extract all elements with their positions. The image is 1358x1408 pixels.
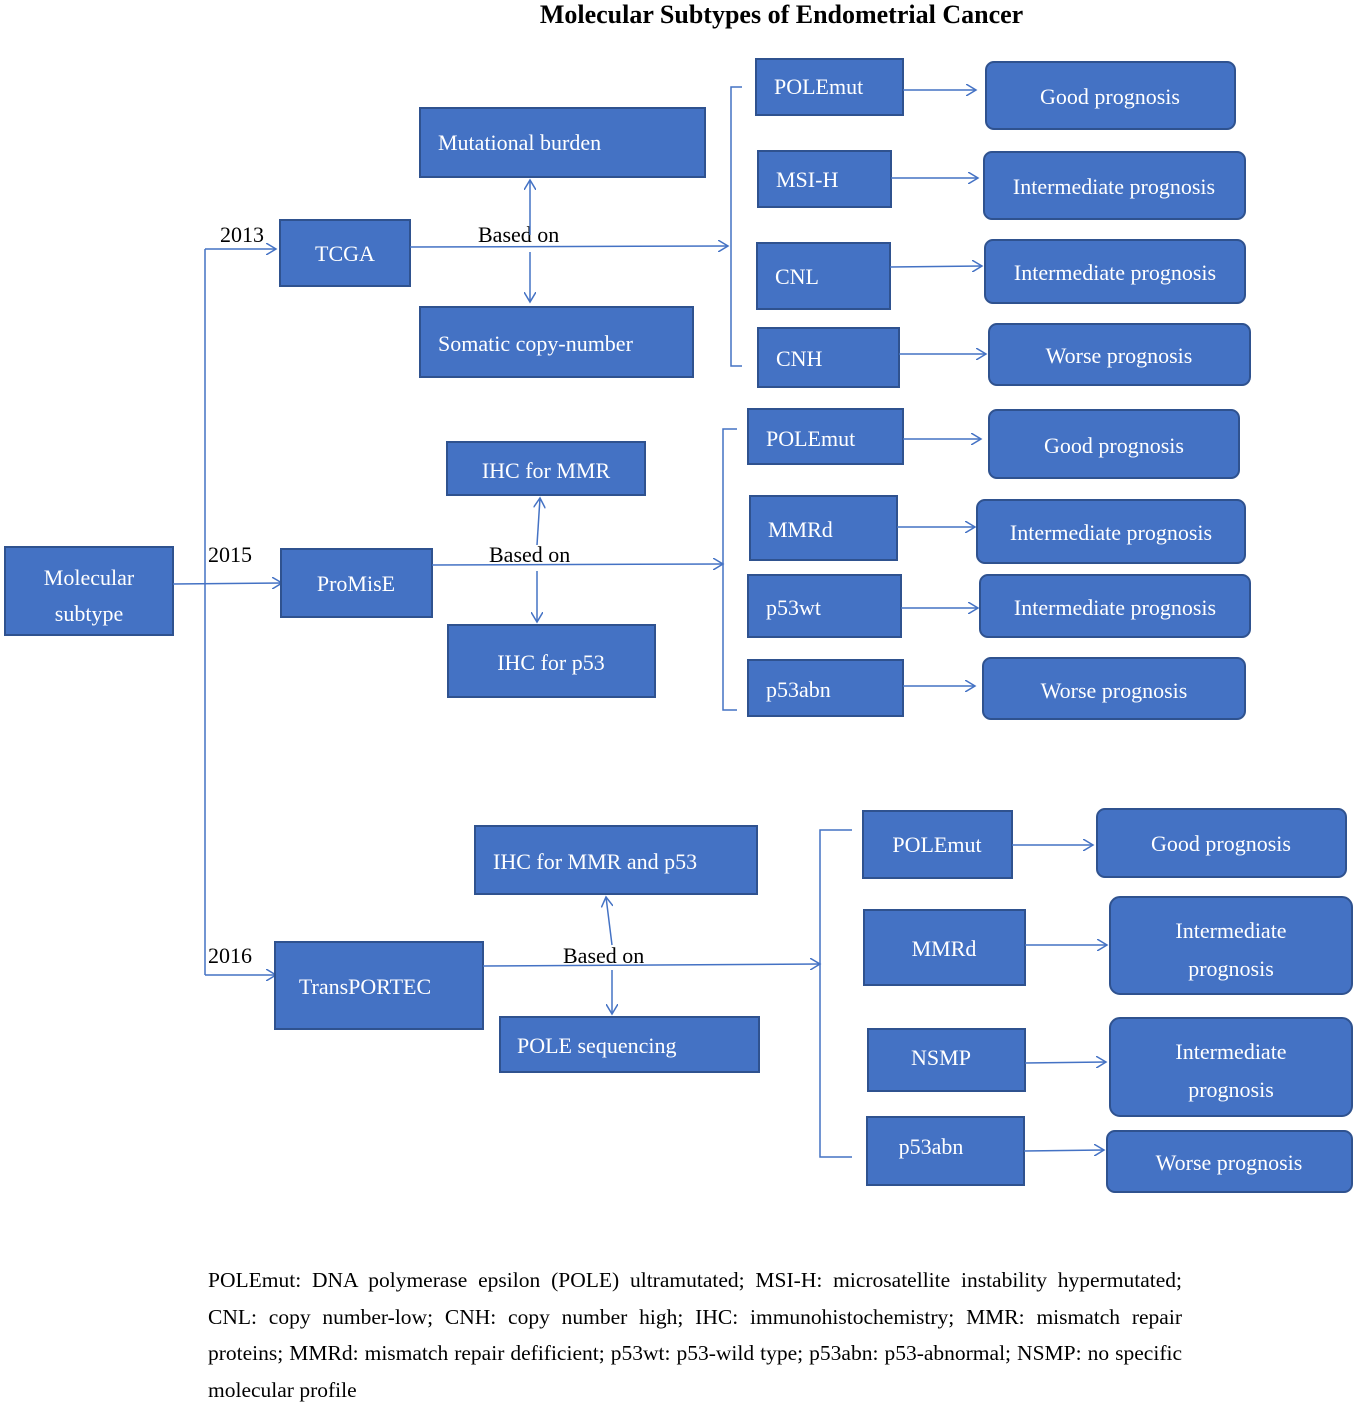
prognosis-box bbox=[1109, 1017, 1353, 1117]
arrow-to-subtypes bbox=[431, 564, 723, 565]
abbreviation-footnote: POLEmut: DNA polymerase epsilon (POLE) u… bbox=[208, 1268, 1182, 1402]
method-label: ProMisE bbox=[317, 571, 395, 596]
subtype-box bbox=[747, 659, 904, 717]
basis-bottom-box bbox=[499, 1016, 760, 1073]
basis-bottom-box bbox=[419, 306, 694, 378]
prognosis-box bbox=[982, 657, 1246, 720]
subtype-label: p53abn bbox=[899, 1134, 964, 1159]
subtype-label: p53abn bbox=[766, 677, 831, 702]
method-label: TransPORTEC bbox=[299, 974, 431, 999]
prognosis-label: Good prognosis bbox=[1044, 433, 1184, 458]
prognosis-box bbox=[1096, 808, 1347, 878]
subtype-box bbox=[757, 327, 900, 388]
prognosis-label: Intermediate prognosis bbox=[1010, 520, 1212, 545]
subtype-label: CNH bbox=[776, 346, 823, 371]
prognosis-box bbox=[988, 323, 1251, 386]
root-node: Molecular subtype bbox=[4, 546, 174, 636]
subtype-box bbox=[749, 495, 898, 561]
arrow-to-subtypes bbox=[409, 246, 728, 247]
subtype-box bbox=[755, 58, 904, 116]
prognosis-label: Intermediate prognosis bbox=[1014, 595, 1216, 620]
prognosis-label: Worse prognosis bbox=[1156, 1150, 1303, 1175]
subtype-label: CNL bbox=[775, 264, 819, 289]
branch-promise: 2015 ProMisE IHC for MMR IHC for p53 Bas… bbox=[208, 408, 1251, 720]
prognosis-label: Intermediate prognosis bbox=[1013, 174, 1215, 199]
subtype-box bbox=[757, 150, 892, 208]
prognosis-label: Good prognosis bbox=[1040, 84, 1180, 109]
basis-top-box bbox=[419, 107, 706, 178]
prognosis-label-line1: Intermediate bbox=[1175, 1039, 1286, 1064]
subtype-bracket bbox=[819, 829, 852, 1158]
subtype-label: MSI-H bbox=[776, 167, 838, 192]
arrow-to-prognosis bbox=[1024, 1062, 1106, 1063]
subtype-box bbox=[866, 1116, 1025, 1186]
prognosis-label-line2: prognosis bbox=[1188, 956, 1274, 981]
subtype-label: MMRd bbox=[912, 936, 977, 961]
subtype-bracket bbox=[730, 86, 742, 367]
prognosis-box bbox=[988, 409, 1240, 479]
arrow-to-basis-top bbox=[537, 498, 540, 546]
flowchart: Molecular subtype 2013 TCGA Mutational b… bbox=[4, 58, 1353, 1193]
subtype-label: POLEmut bbox=[774, 74, 863, 99]
prognosis-box bbox=[1109, 896, 1353, 995]
subtype-label: p53wt bbox=[766, 595, 821, 620]
root-connectors bbox=[172, 249, 282, 975]
basis-top-label: Mutational burden bbox=[438, 130, 601, 155]
prognosis-label: Good prognosis bbox=[1151, 831, 1291, 856]
prognosis-label: Worse prognosis bbox=[1041, 678, 1188, 703]
prognosis-label-line2: prognosis bbox=[1188, 1077, 1274, 1102]
branch-tcga: 2013 TCGA Mutational burden Somatic copy… bbox=[220, 58, 1251, 388]
branch-transportec: 2016 TransPORTEC IHC for MMR and p53 POL… bbox=[208, 808, 1353, 1193]
basis-bottom-box bbox=[447, 624, 656, 698]
root-label-line2: subtype bbox=[55, 601, 123, 626]
diagram-title: Molecular Subtypes of Endometrial Cancer bbox=[539, 0, 1024, 29]
year-label: 2015 bbox=[208, 542, 252, 567]
subtype-box bbox=[867, 1028, 1026, 1092]
prognosis-box bbox=[979, 574, 1251, 638]
prognosis-label-line1: Intermediate bbox=[1175, 918, 1286, 943]
basis-top-label: IHC for MMR bbox=[482, 458, 611, 483]
based-on-label: Based on bbox=[563, 943, 644, 968]
basis-top-box bbox=[446, 441, 646, 496]
method-label: TCGA bbox=[315, 241, 375, 266]
prognosis-box bbox=[985, 61, 1236, 130]
basis-bottom-label: IHC for p53 bbox=[497, 650, 605, 675]
year-label: 2013 bbox=[220, 222, 264, 247]
prognosis-label: Intermediate prognosis bbox=[1014, 260, 1216, 285]
arrow-to-subtypes bbox=[482, 964, 820, 966]
prognosis-box bbox=[983, 151, 1246, 220]
subtype-box bbox=[863, 909, 1026, 986]
subtype-box bbox=[747, 408, 904, 465]
root-box bbox=[4, 546, 174, 636]
subtype-bracket bbox=[722, 428, 737, 711]
based-on-label: Based on bbox=[489, 542, 570, 567]
subtype-box bbox=[747, 574, 902, 638]
arrow-to-prognosis bbox=[1023, 1150, 1104, 1151]
prognosis-label: Worse prognosis bbox=[1046, 343, 1193, 368]
basis-top-label: IHC for MMR and p53 bbox=[493, 849, 697, 874]
arrow-to-prognosis bbox=[889, 266, 982, 267]
prognosis-box bbox=[976, 499, 1246, 564]
basis-bottom-label: Somatic copy-number bbox=[438, 331, 634, 356]
subtype-label: NSMP bbox=[911, 1045, 971, 1070]
year-label: 2016 bbox=[208, 943, 252, 968]
basis-bottom-label: POLE sequencing bbox=[517, 1033, 676, 1058]
subtype-label: POLEmut bbox=[766, 426, 855, 451]
subtype-box bbox=[756, 242, 891, 310]
basis-top-box bbox=[474, 825, 758, 895]
subtype-label: MMRd bbox=[768, 517, 833, 542]
based-on-label: Based on bbox=[478, 222, 559, 247]
prognosis-box bbox=[1106, 1130, 1353, 1193]
method-box bbox=[280, 548, 433, 618]
subtype-label: POLEmut bbox=[892, 832, 981, 857]
method-box bbox=[279, 219, 411, 287]
prognosis-box bbox=[984, 239, 1246, 304]
arrow-to-basis-top bbox=[606, 897, 612, 946]
method-box bbox=[274, 941, 484, 1030]
arrow-to-promise bbox=[172, 583, 282, 584]
root-label-line1: Molecular bbox=[44, 565, 135, 590]
